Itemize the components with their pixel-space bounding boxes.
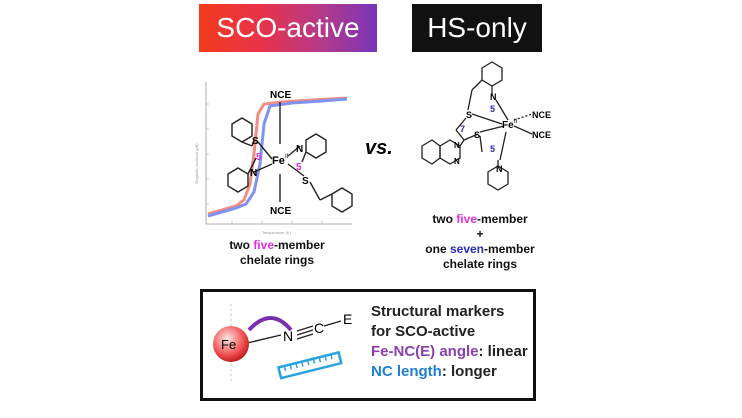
right-caption-plus: + bbox=[476, 227, 484, 241]
curve-blue bbox=[207, 97, 348, 218]
left-ring-label-1: 5 bbox=[256, 152, 262, 163]
right-ring-label-1: 5 bbox=[490, 104, 495, 114]
right-n-bzim1: N bbox=[454, 141, 460, 150]
right-caption3-pre: one bbox=[425, 242, 450, 256]
left-ring-label-2: 5 bbox=[296, 162, 302, 173]
right-n-bzim2: N bbox=[454, 157, 460, 166]
fe-ncs-schematic: Fe N C E bbox=[213, 304, 352, 384]
right-nce-top: NCE bbox=[532, 110, 551, 120]
left-caption: two five-member chelate rings bbox=[197, 238, 357, 268]
markers-line2: for SCO-active bbox=[371, 323, 476, 340]
right-caption-line4: chelate rings bbox=[442, 257, 518, 271]
magnetic-inset-plot: Magnetic moment (μB) Temperature (K) bbox=[194, 82, 352, 235]
left-fe: Fe bbox=[272, 155, 285, 167]
vs-label: vs. bbox=[365, 137, 393, 159]
inset-x-label: Temperature (K) bbox=[262, 230, 292, 235]
right-caption-seven: seven bbox=[449, 242, 484, 256]
right-n-bottom: N bbox=[496, 164, 503, 174]
left-nce-bottom: NCE bbox=[270, 206, 291, 217]
left-caption-pre: two bbox=[229, 238, 254, 252]
left-s1: S bbox=[252, 136, 259, 147]
markers-length-value: : longer bbox=[441, 363, 497, 380]
n-label: N bbox=[283, 328, 293, 344]
fe-label: Fe bbox=[221, 337, 236, 352]
left-caption-post: -member bbox=[274, 238, 325, 252]
left-nce-top: NCE bbox=[270, 90, 291, 101]
markers-length-label: NC length bbox=[371, 363, 442, 380]
e-label: E bbox=[343, 311, 352, 327]
curve-red bbox=[207, 96, 348, 216]
right-caption: two five-member + one seven-member chela… bbox=[410, 212, 550, 272]
markers-angle-label: Fe-NC(E) angle bbox=[371, 343, 479, 360]
markers-angle-value: : linear bbox=[478, 343, 528, 360]
left-n1: N bbox=[250, 168, 257, 179]
left-n2: N bbox=[296, 144, 303, 155]
inset-y-label: Magnetic moment (μB) bbox=[194, 143, 199, 184]
right-caption3-post: -member bbox=[484, 242, 535, 256]
right-nce-bottom: NCE bbox=[532, 130, 551, 140]
right-ring-label-2: 7 bbox=[460, 124, 465, 134]
right-s1: S bbox=[466, 110, 472, 120]
right-caption-pre: two bbox=[432, 212, 457, 226]
structural-markers-box: Fe N C E Structural markers for SCO-acti… bbox=[200, 289, 536, 401]
sco-active-header: SCO-active bbox=[199, 4, 377, 52]
right-s2: S bbox=[474, 130, 480, 140]
fe-sphere bbox=[213, 326, 249, 362]
right-n-top: N bbox=[490, 92, 497, 102]
right-caption-five: five bbox=[456, 212, 477, 226]
length-ruler bbox=[276, 350, 343, 380]
left-caption-five: five bbox=[253, 238, 274, 252]
c-label: C bbox=[314, 320, 324, 336]
left-s2: S bbox=[302, 176, 309, 187]
right-ring-label-3: 5 bbox=[490, 144, 495, 154]
right-molecule-diagram: N S S Fe II NCE NCE N N N 5 7 5 bbox=[421, 61, 551, 191]
left-caption-line2: chelate rings bbox=[239, 253, 315, 267]
right-fe: Fe bbox=[502, 120, 514, 131]
angle-arc bbox=[247, 316, 293, 332]
left-fe-ox: II bbox=[285, 154, 289, 160]
hs-only-label: HS-only bbox=[427, 12, 527, 43]
right-caption-post: -member bbox=[477, 212, 528, 226]
hs-only-header: HS-only bbox=[412, 4, 542, 52]
sco-active-label: SCO-active bbox=[216, 12, 360, 43]
markers-line1: Structural markers bbox=[371, 303, 505, 320]
markers-text: Structural markers for SCO-active Fe-NC(… bbox=[371, 302, 533, 382]
right-fe-ox: II bbox=[514, 119, 518, 125]
left-molecule-diagram: Magnetic moment (μB) Temperature (K) NCE… bbox=[194, 82, 353, 235]
